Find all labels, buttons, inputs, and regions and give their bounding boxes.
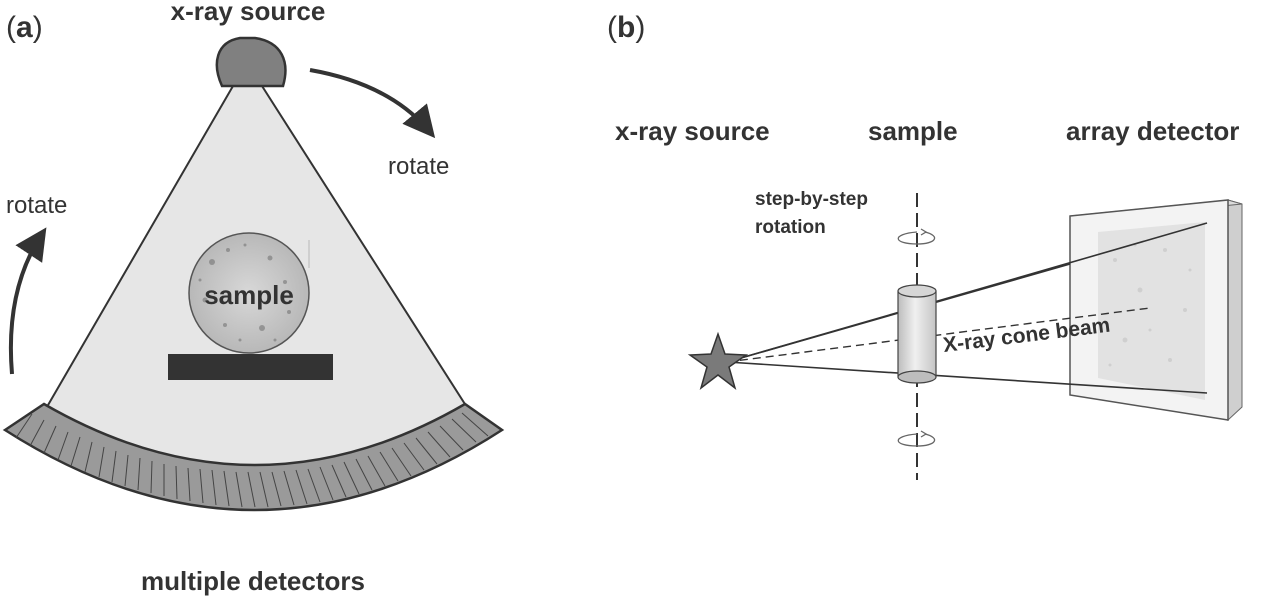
rotation-indicator-top [897, 228, 936, 245]
xray-source-a [215, 36, 287, 88]
sample-disc [188, 232, 310, 354]
cone-beam-center [726, 307, 1151, 363]
panel-a: (a) x-ray source [2, 0, 505, 596]
panel-b-label: (b) [607, 11, 645, 44]
xray-source-star [687, 331, 749, 390]
rotate-arrow-left [8, 227, 47, 375]
sample-label-b: sample [868, 116, 958, 146]
rotation-label-line1: step-by-step [755, 189, 868, 210]
sample-label-a: sample [204, 280, 294, 310]
detector-label: array detector [1066, 116, 1239, 146]
rotation-label-line2: rotation [755, 217, 826, 238]
rotate-arrow-top [309, 68, 436, 139]
array-detector [1069, 199, 1243, 422]
sample-cylinder [897, 284, 937, 384]
panel-b: (b) x-ray source sample array detector [607, 11, 1243, 480]
detectors-label: multiple detectors [141, 566, 365, 596]
rotation-indicator-bottom [897, 430, 936, 447]
source-label-a: x-ray source [171, 0, 326, 26]
rotate-label-top: rotate [388, 153, 449, 180]
sample-stage [168, 354, 333, 380]
detector-arc [2, 402, 505, 512]
rotate-label-left: rotate [6, 192, 67, 219]
source-label-b: x-ray source [615, 116, 770, 146]
panel-a-label: (a) [6, 11, 43, 44]
